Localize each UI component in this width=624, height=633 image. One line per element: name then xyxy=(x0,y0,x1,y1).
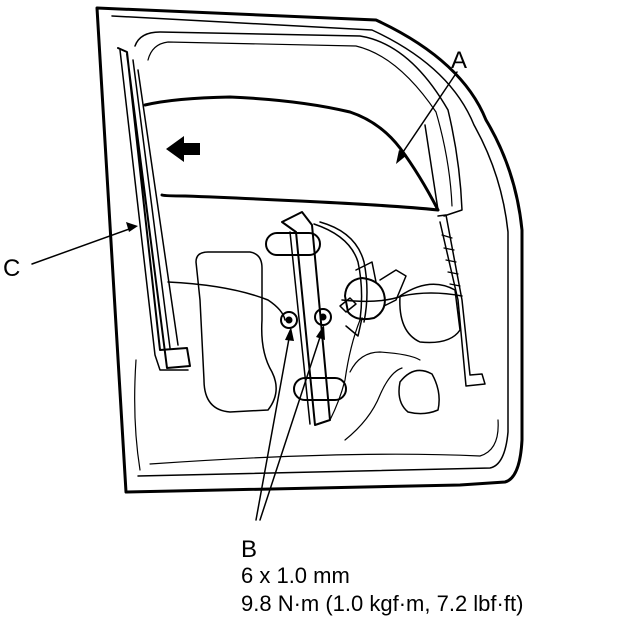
callout-c: C xyxy=(3,255,21,282)
service-hole-left xyxy=(195,251,277,413)
leader-line-b2 xyxy=(259,330,323,521)
run-channel xyxy=(117,47,191,369)
service-hole-lower xyxy=(398,369,440,415)
torque-spec: 9.8 N·m (1.0 kgf·m, 7.2 lbf·ft) xyxy=(241,591,524,616)
leader-arrow-b1 xyxy=(285,327,294,341)
bolt-left xyxy=(280,311,298,329)
motor-bracket xyxy=(345,261,407,337)
door-inner-trim xyxy=(134,359,499,471)
rail-hatch xyxy=(441,234,461,287)
glass-rear-edge xyxy=(424,124,439,211)
motor-connector xyxy=(339,297,357,313)
leader-arrow-c xyxy=(126,222,138,232)
front-guide-rail xyxy=(437,214,486,387)
regulator-rail-back xyxy=(289,231,311,425)
upper-slider xyxy=(265,232,321,256)
leader-arrow-b2 xyxy=(316,325,325,340)
leader-line-c xyxy=(31,227,133,265)
leader-arrow-a xyxy=(396,150,407,164)
leader-line-a xyxy=(398,71,458,159)
callout-b: B xyxy=(241,536,258,563)
panel-inner-curve xyxy=(344,351,421,441)
door-inner-contour xyxy=(111,15,509,477)
regulator-cable xyxy=(167,281,463,321)
callout-a: A xyxy=(451,47,468,74)
window-frame-outer xyxy=(134,31,463,217)
leader-line-b1 xyxy=(255,332,291,521)
bolt-size-spec: 6 x 1.0 mm xyxy=(241,563,350,588)
bolt-right xyxy=(314,308,332,326)
regulator-cable-2 xyxy=(329,319,361,421)
door-outer-panel xyxy=(95,6,524,494)
service-hole-right xyxy=(399,283,461,344)
direction-arrow-icon xyxy=(166,136,200,162)
door-glass xyxy=(143,95,440,212)
run-channel-face xyxy=(119,49,189,371)
window-frame-inner xyxy=(147,41,453,207)
run-channel-inner xyxy=(132,59,179,349)
regulator-arm xyxy=(313,221,368,323)
lower-slider xyxy=(293,377,347,401)
